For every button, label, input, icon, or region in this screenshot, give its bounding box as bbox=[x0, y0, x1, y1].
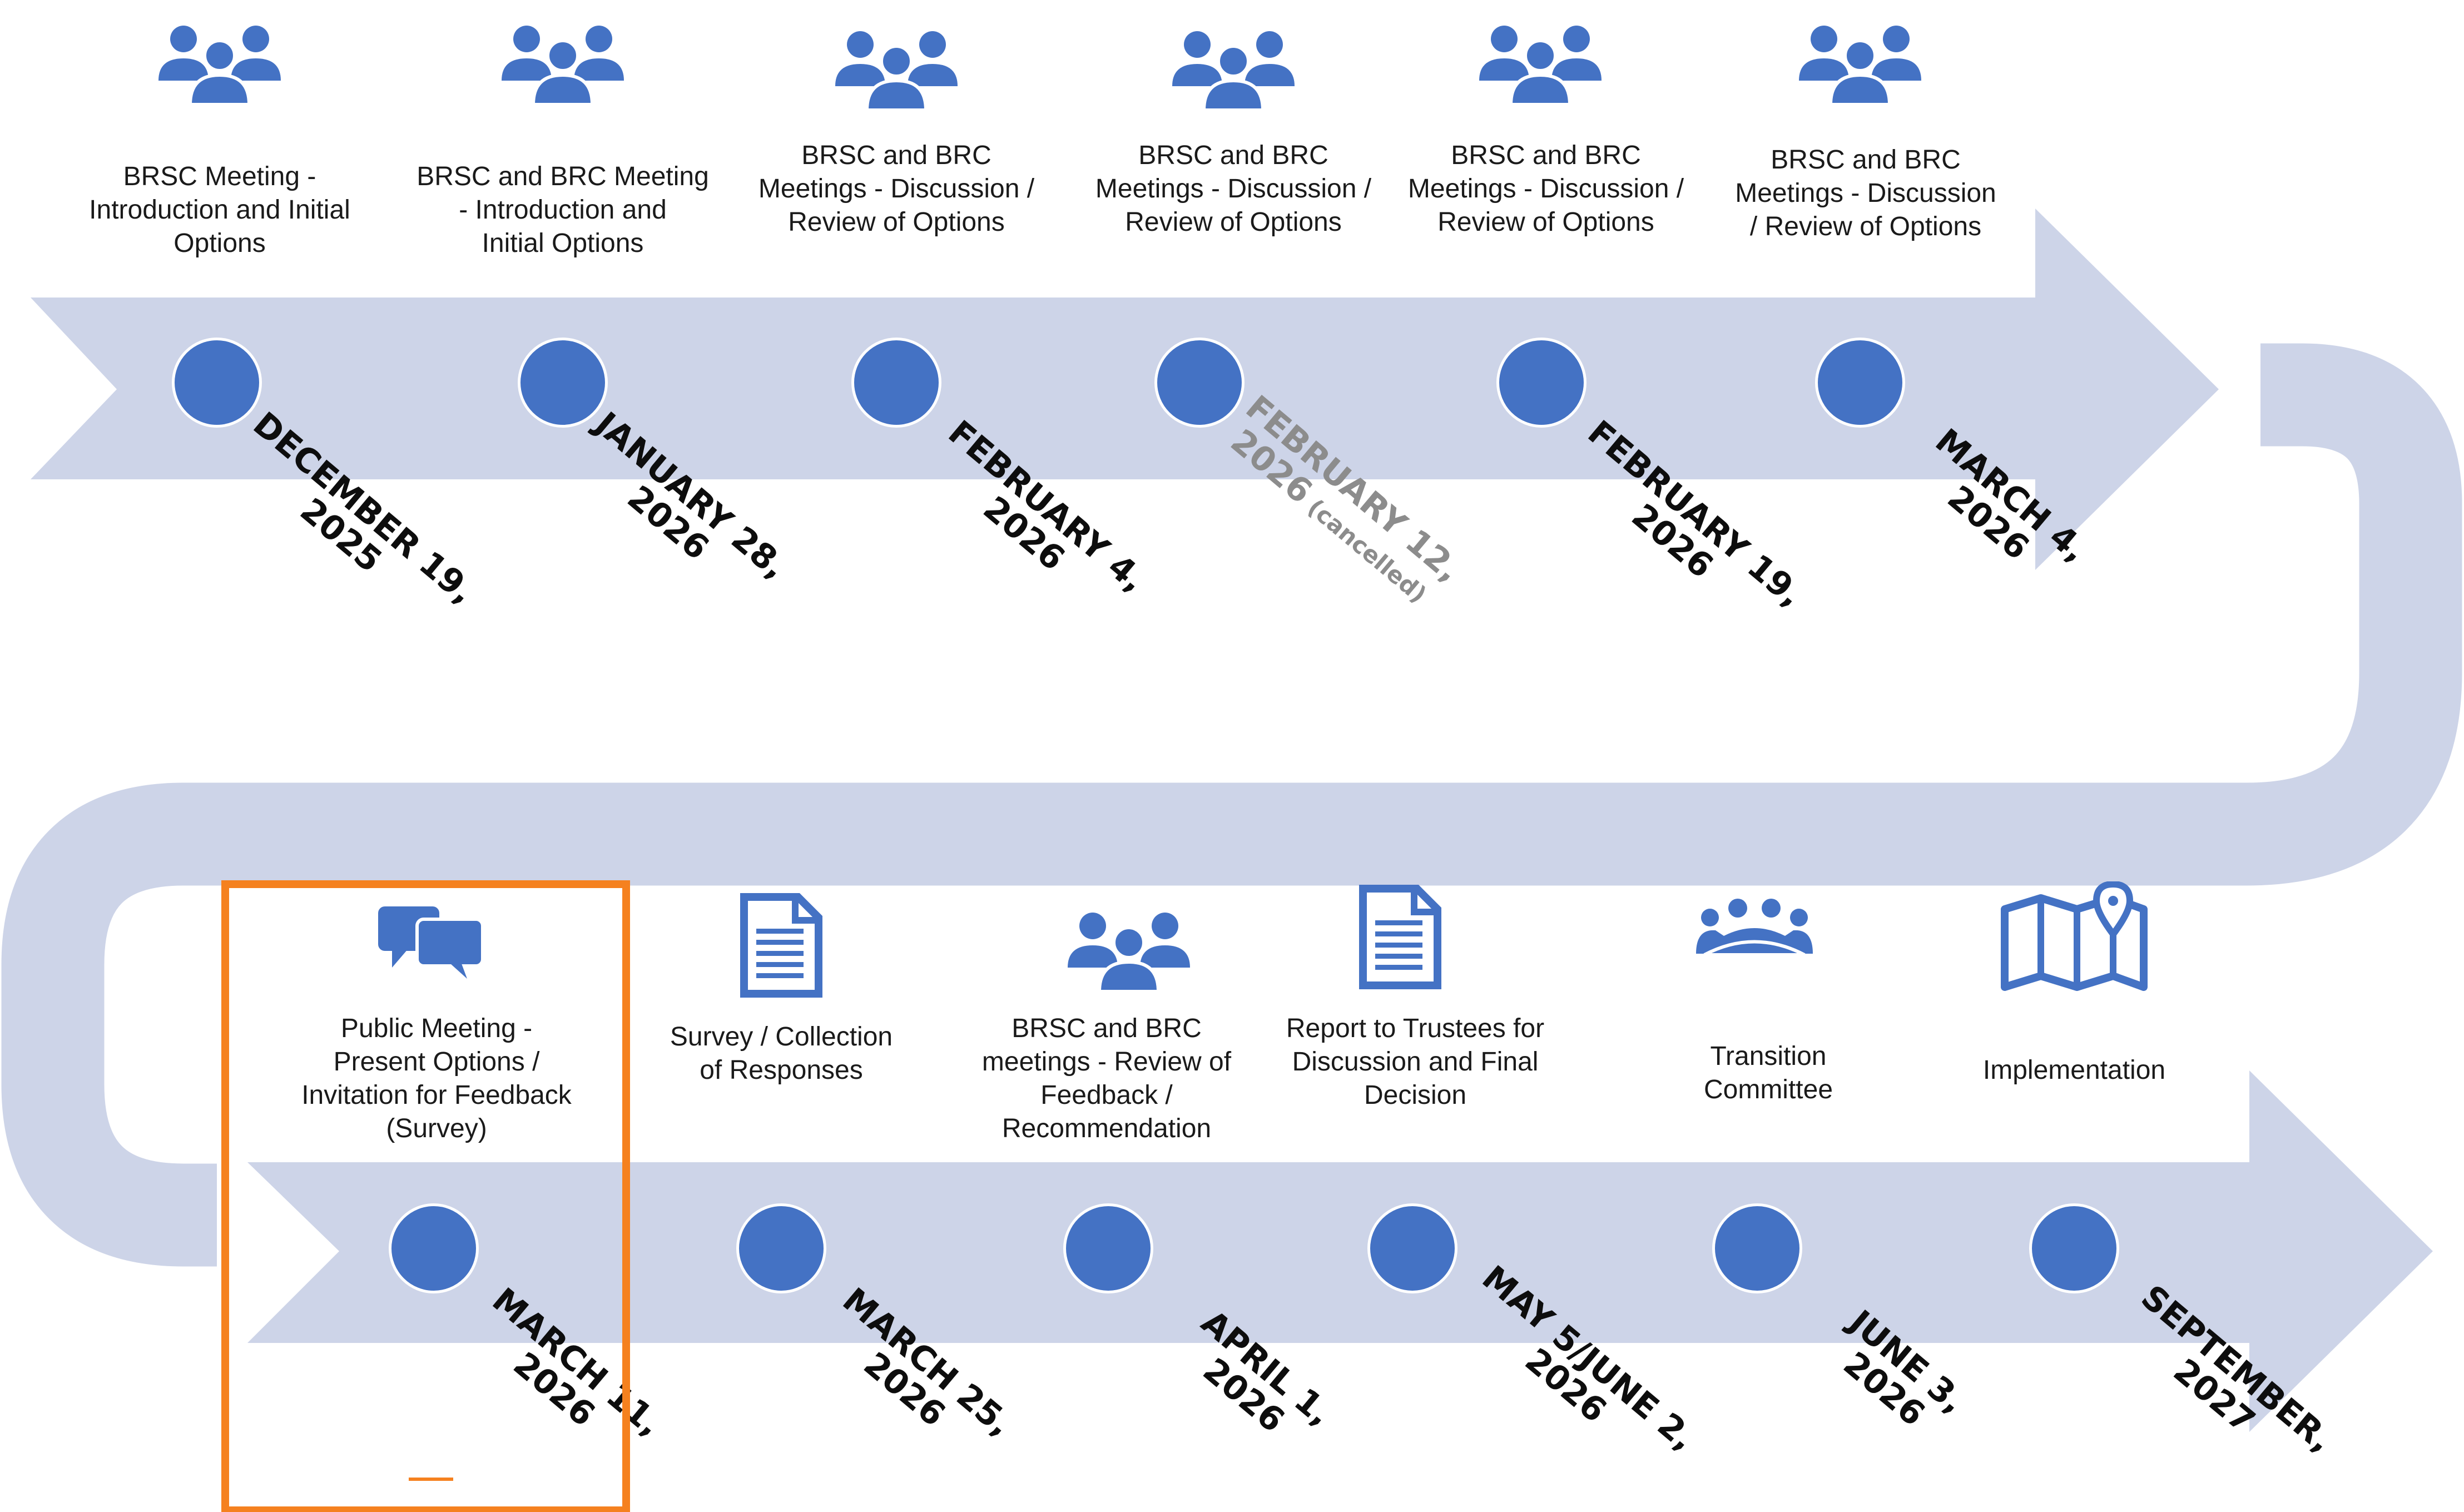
description-line: Meetings - Discussion / bbox=[758, 174, 1035, 204]
description-line: Implementation bbox=[1982, 1055, 2166, 1085]
description-line: Recommendation bbox=[1002, 1114, 1212, 1143]
people-group-icon bbox=[499, 17, 627, 108]
description-line: of Responses bbox=[700, 1055, 863, 1085]
description-line: Decision bbox=[1364, 1080, 1467, 1110]
committee-table-icon bbox=[1693, 893, 1816, 973]
row2-item-6-description: Implementation bbox=[1918, 1054, 2230, 1087]
row2-item-6-node bbox=[2029, 1203, 2119, 1293]
description-line: BRSC and BRC bbox=[801, 141, 991, 170]
row1-arrow bbox=[31, 209, 2219, 570]
description-line: BRSC and BRC bbox=[1771, 145, 1961, 175]
row1-item-4-description: BRSC and BRC Meetings - Discussion /Revie… bbox=[1078, 139, 1389, 239]
description-line: Review of Options bbox=[1125, 207, 1342, 237]
row1-item-5-node bbox=[1496, 338, 1587, 428]
description-line: (Survey) bbox=[386, 1114, 487, 1143]
description-line: Discussion and Final bbox=[1292, 1047, 1539, 1077]
description-line: Meetings - Discussion bbox=[1735, 179, 1996, 208]
row1-item-6-description: BRSC and BRC Meetings - Discussion / Revie… bbox=[1710, 143, 2021, 244]
row1-item-5-description: BRSC and BRC Meetings - Discussion /Revie… bbox=[1390, 139, 1702, 239]
connector-loop bbox=[1, 343, 2462, 1267]
row2-item-3-node bbox=[1063, 1203, 1153, 1293]
description-line: Introduction and Initial bbox=[89, 195, 350, 225]
row2-item-2-node bbox=[736, 1203, 826, 1293]
description-line: Initial Options bbox=[482, 229, 644, 258]
description-line: - Introduction and bbox=[459, 195, 667, 225]
row2-item-5-node bbox=[1712, 1203, 1802, 1293]
people-group-icon bbox=[1065, 904, 1193, 995]
description-line: Meetings - Discussion / bbox=[1407, 174, 1684, 204]
description-line: Present Options / bbox=[333, 1047, 540, 1077]
description-line: Committee bbox=[1703, 1075, 1833, 1104]
row1-item-1-node bbox=[172, 338, 262, 428]
description-line: BRSC and BRC bbox=[1451, 141, 1641, 170]
public-meeting-highlight-box bbox=[221, 880, 630, 1512]
description-line: Options bbox=[173, 229, 266, 258]
highlight-mark bbox=[409, 1478, 453, 1481]
people-group-icon bbox=[156, 17, 284, 108]
description-line: Review of Options bbox=[788, 207, 1005, 237]
row2-arrow bbox=[247, 1070, 2433, 1432]
description-line: BRSC and BRC bbox=[1138, 141, 1328, 170]
row2-item-1-description: Public Meeting - Present Options /Invitat… bbox=[281, 1012, 592, 1146]
description-line: BRSC and BRC Meeting bbox=[417, 162, 709, 191]
description-line: BRSC Meeting - bbox=[123, 162, 316, 191]
people-group-icon bbox=[1169, 22, 1297, 114]
row2-item-1-node bbox=[389, 1203, 479, 1293]
row1-item-6-node bbox=[1815, 338, 1905, 428]
description-line: Review of Options bbox=[1437, 207, 1654, 237]
document-icon bbox=[740, 893, 823, 1001]
description-line: BRSC and BRC bbox=[1012, 1014, 1202, 1043]
chat-bubbles-icon bbox=[375, 904, 487, 984]
map-pin-icon bbox=[1999, 880, 2149, 995]
people-group-icon bbox=[832, 22, 960, 114]
row1-item-3-description: BRSC and BRC Meetings - Discussion /Revie… bbox=[741, 139, 1052, 239]
description-line: / Review of Options bbox=[1749, 212, 1982, 241]
row1-item-4-node bbox=[1154, 338, 1245, 428]
row1-item-3-node bbox=[851, 338, 941, 428]
description-line: Meetings - Discussion / bbox=[1095, 174, 1372, 204]
description-line: Report to Trustees for bbox=[1286, 1014, 1545, 1043]
description-line: Invitation for Feedback bbox=[301, 1080, 572, 1110]
row1-item-2-node bbox=[518, 338, 608, 428]
description-line: Survey / Collection bbox=[670, 1022, 893, 1052]
description-line: Transition bbox=[1710, 1042, 1827, 1071]
document-icon bbox=[1359, 884, 1442, 993]
description-line: meetings - Review of bbox=[981, 1047, 1232, 1077]
description-line: Feedback / bbox=[1040, 1080, 1173, 1110]
description-line: Public Meeting - bbox=[340, 1014, 533, 1043]
people-group-icon bbox=[1476, 17, 1604, 108]
people-group-icon bbox=[1796, 17, 1924, 108]
row2-item-4-node bbox=[1367, 1203, 1457, 1293]
